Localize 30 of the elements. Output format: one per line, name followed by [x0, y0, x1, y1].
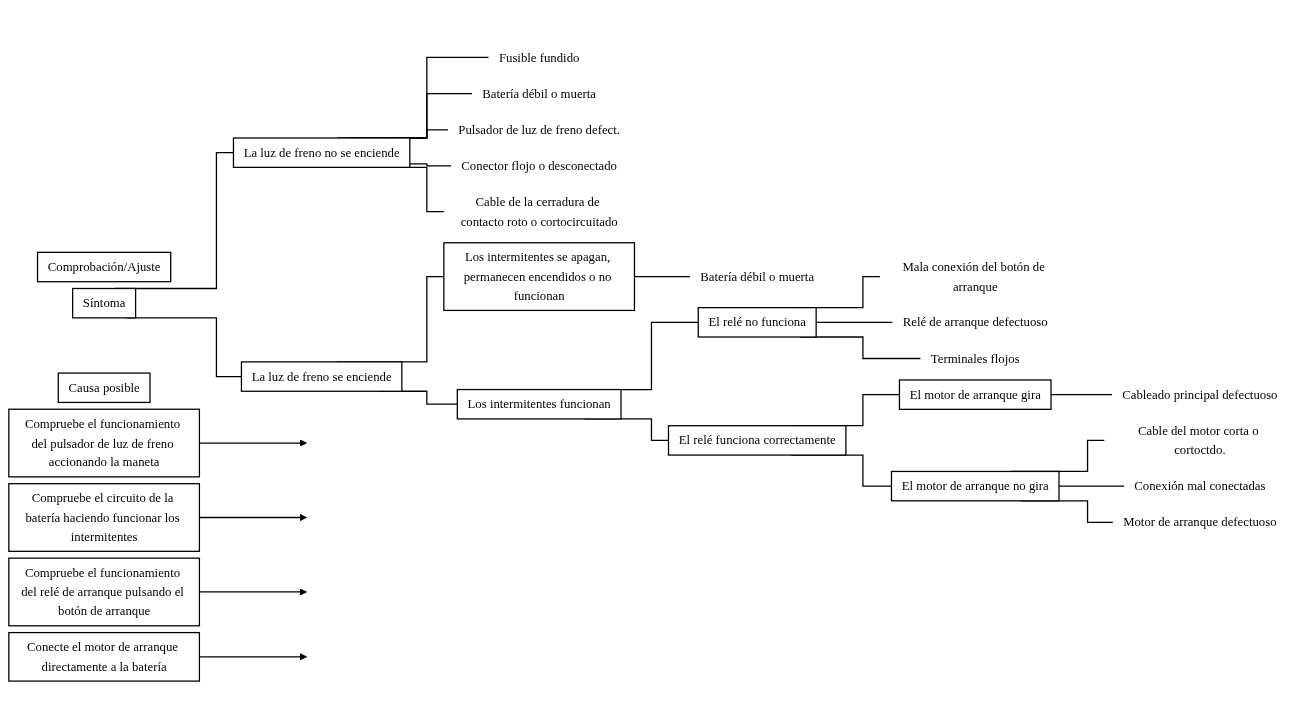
node-box: El motor de arranque no gira [890, 470, 1060, 502]
node-text: Conexión mal conectadas [1134, 479, 1266, 493]
node-box: Los intermitentes se apagan, permanecen encendidos o no funcionan [443, 242, 636, 312]
node-text: Cable de la cerradura de contacto roto o cortocircuitado [460, 195, 618, 228]
node-box: La luz de freno no se enciende [232, 137, 411, 169]
node-box: Síntoma [72, 287, 137, 319]
node-box: Compruebe el circuito de la batería haciendo funcionar los intermitentes [8, 483, 201, 552]
node-box: Conecte el motor de arranque directamente a la batería [8, 632, 201, 682]
node-box: Compruebe el funcionamiento del pulsador de luz de freno accionando la maneta [8, 408, 201, 478]
node-text: Fusible fundido [498, 50, 580, 65]
node-box: Los intermitentes funcionan [456, 388, 622, 420]
node-text: Cableado principal defectuoso [1122, 387, 1278, 402]
node-box: El relé no funciona [697, 307, 817, 338]
node-box: La luz de freno se enciende [240, 361, 403, 392]
node-text: Batería débil o muerta [482, 86, 597, 101]
node-box: Causa posible [57, 372, 151, 404]
node-text: Mala conexión del botón de arranque [902, 260, 1045, 293]
node-box: Comprobación/Ajuste [36, 251, 172, 283]
node-box: El relé funciona correctamente [667, 425, 847, 456]
node-text: Batería débil o muerta [700, 269, 815, 284]
node-box: El motor de arranque gira [898, 379, 1052, 411]
connector [409, 163, 452, 167]
node-text: Cable del motor corta o cortoctdo. [1138, 423, 1259, 457]
node-text: Pulsador de luz de freno defect. [458, 122, 620, 137]
connector [1058, 485, 1125, 487]
node-text: Motor de arranque defectuoso [1123, 515, 1277, 529]
node-text: Conector flojo o desconectado [461, 159, 617, 173]
node-text: Relé de arranque defectuoso [902, 315, 1048, 329]
node-text: Terminales flojos [930, 351, 1020, 366]
node-box: Compruebe el funcionamiento del relé de arranque pulsando el botón de arranque [8, 557, 201, 627]
